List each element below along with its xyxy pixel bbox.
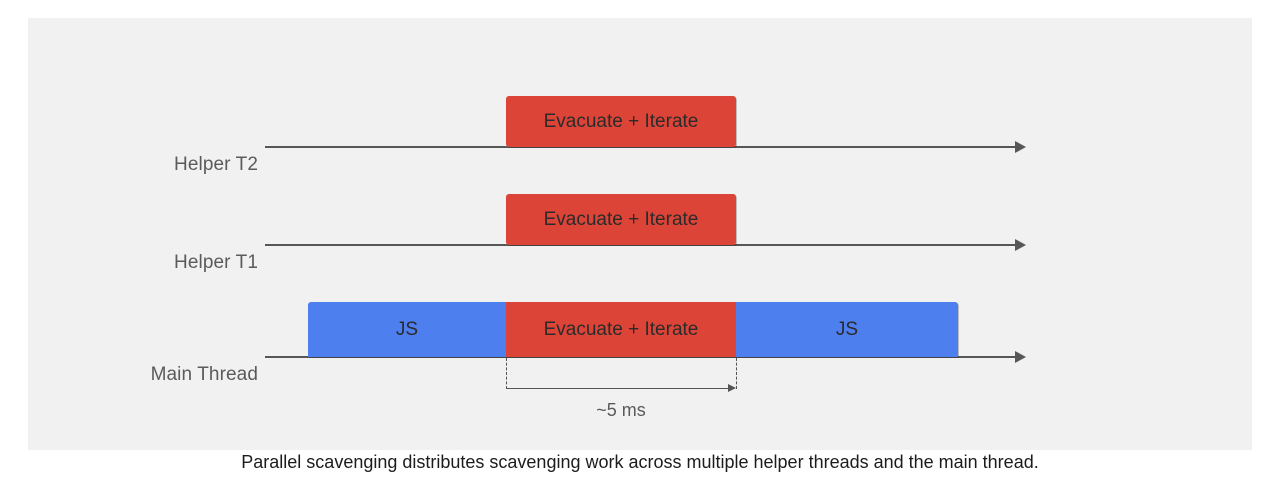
timeline-arrow-icon-main-thread	[1015, 351, 1026, 363]
timeline-axis-helper-t1	[265, 244, 1015, 246]
block-evacuate-iterate-helper-t1[interactable]: Evacuate + Iterate	[506, 194, 736, 245]
block-js-after[interactable]: JS	[736, 302, 958, 357]
block-evacuate-iterate-main-thread[interactable]: Evacuate + Iterate	[506, 302, 736, 357]
block-evacuate-iterate-helper-t2[interactable]: Evacuate + Iterate	[506, 96, 736, 147]
block-label: Evacuate + Iterate	[543, 318, 699, 340]
lane-label-main-thread: Main Thread	[150, 364, 258, 385]
timeline-arrow-icon-helper-t2	[1015, 141, 1026, 153]
lane-label-helper-t2: Helper T2	[174, 154, 258, 175]
measure-arrow-line	[506, 388, 728, 389]
timeline-arrow-icon-helper-t1	[1015, 239, 1026, 251]
figure-caption: Parallel scavenging distributes scavengi…	[241, 452, 1039, 472]
measure-arrow-head-icon	[728, 384, 736, 392]
timeline-axis-helper-t2	[265, 146, 1015, 148]
measure-tick-right	[736, 358, 737, 389]
measure-label-5ms: ~5 ms	[596, 400, 646, 420]
measure-tick-left	[506, 358, 507, 389]
timeline-axis-main-thread	[265, 356, 1015, 358]
block-label: Evacuate + Iterate	[543, 208, 699, 230]
block-label: JS	[835, 318, 859, 340]
block-js-before[interactable]: JS	[308, 302, 506, 357]
lane-label-helper-t1: Helper T1	[174, 252, 258, 273]
diagram-panel: Helper T2 Evacuate + Iterate Helper T1 E…	[28, 18, 1252, 450]
block-label: JS	[395, 318, 419, 340]
block-label: Evacuate + Iterate	[543, 110, 699, 132]
